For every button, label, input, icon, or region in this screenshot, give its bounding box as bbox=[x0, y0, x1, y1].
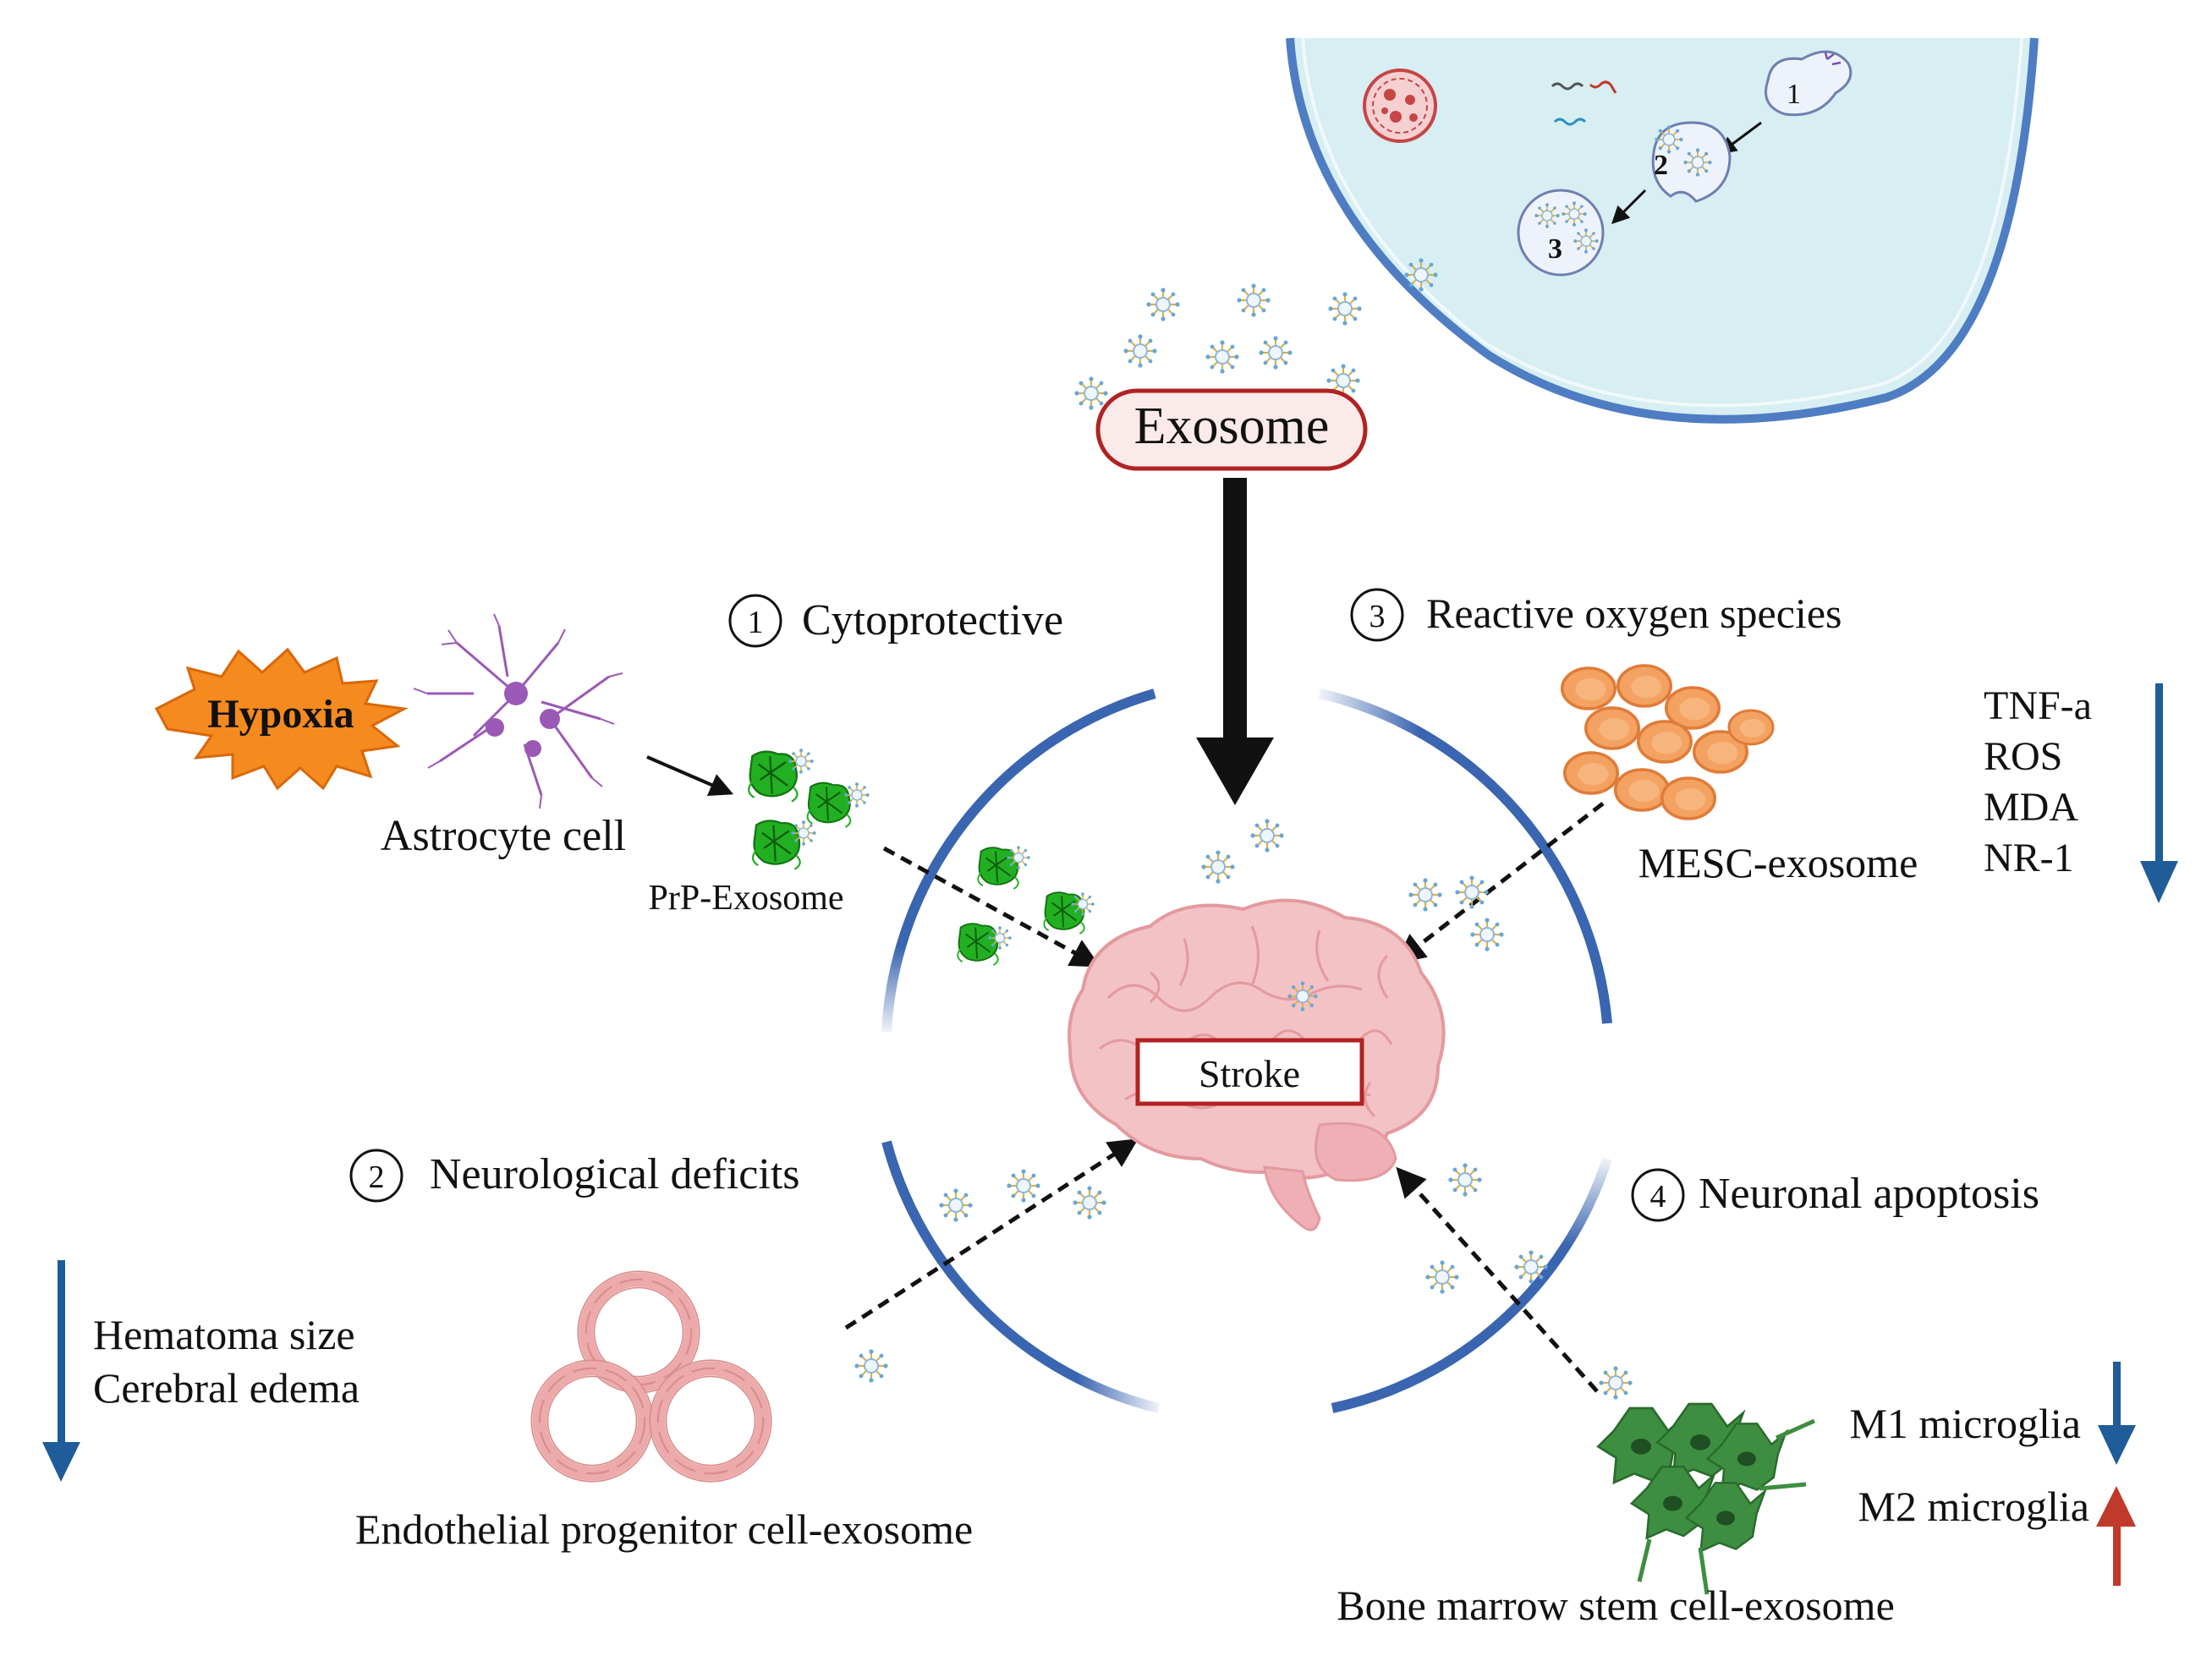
marker-mda: MDA bbox=[1984, 785, 2078, 830]
dashed-arrows bbox=[844, 802, 1605, 1393]
injury-hematoma: Hematoma size bbox=[93, 1311, 355, 1358]
decreased-injury: Hematoma size Cerebral edema bbox=[42, 1260, 360, 1482]
exosome-label-box: Exosome bbox=[1095, 388, 1368, 471]
mechanism-4-label: Neuronal apoptosis bbox=[1699, 1170, 2039, 1218]
mechanism-1: 1 Cytoprotective bbox=[728, 594, 1063, 648]
mesc-cluster-icon bbox=[1560, 664, 1775, 820]
main-arrow bbox=[1196, 478, 1274, 805]
mechanism-3: 3 Reactive oxygen species bbox=[1350, 588, 1842, 642]
mechanism-1-label: Cytoprotective bbox=[802, 596, 1063, 644]
decreased-markers: TNF-a ROS MDA NR-1 bbox=[1984, 683, 2178, 903]
multivesicular-body-icon: 1 bbox=[1765, 50, 1852, 117]
step-3-label: 3 bbox=[1548, 233, 1562, 265]
step-1-label: 1 bbox=[1787, 79, 1801, 110]
microglia-icon bbox=[1596, 1402, 1816, 1595]
prp-exosome-cluster bbox=[748, 749, 870, 870]
bmsc-exosome-label: Bone marrow stem cell-exosome bbox=[1337, 1582, 1895, 1629]
endosome-icon: 2 bbox=[1651, 121, 1732, 203]
mechanism-4-num: 4 bbox=[1650, 1179, 1666, 1215]
hypoxia-burst-icon: Hypoxia bbox=[154, 647, 409, 791]
mechanism-1-num: 1 bbox=[748, 605, 764, 640]
microglia-changes: M1 microglia M2 microglia bbox=[1849, 1362, 2136, 1586]
up-arrow-icon bbox=[2096, 1486, 2136, 1586]
mechanism-2: 2 Neurological deficits bbox=[349, 1149, 800, 1203]
marker-ros: ROS bbox=[1984, 734, 2062, 779]
down-arrow-icon bbox=[2098, 1362, 2136, 1465]
down-arrow-icon bbox=[2140, 683, 2178, 903]
astrocyte-label: Astrocyte cell bbox=[381, 812, 626, 860]
mesc-exosome-label: MESC-exosome bbox=[1638, 839, 1918, 886]
arc-ring bbox=[881, 688, 1612, 1413]
producer-cell: 1 2 3 bbox=[1286, 37, 2039, 424]
mvb-icon: 3 bbox=[1517, 189, 1605, 277]
injury-edema: Cerebral edema bbox=[93, 1364, 360, 1412]
step-2-label: 2 bbox=[1654, 150, 1668, 181]
astrocyte-icon bbox=[413, 613, 623, 809]
exosome-label: Exosome bbox=[1134, 398, 1330, 455]
marker-nr1: NR-1 bbox=[1984, 836, 2074, 880]
rna-icon bbox=[1551, 80, 1617, 126]
mechanism-2-num: 2 bbox=[369, 1160, 385, 1195]
m1-microglia-label: M1 microglia bbox=[1849, 1400, 2081, 1447]
down-arrow-icon bbox=[42, 1260, 80, 1482]
stroke-label: Stroke bbox=[1199, 1052, 1300, 1095]
marker-tnf: TNF-a bbox=[1984, 683, 2092, 728]
prp-exosome-label: PrP-Exosome bbox=[649, 879, 844, 918]
stroke-label-box: Stroke bbox=[1135, 1038, 1364, 1106]
m2-microglia-label: M2 microglia bbox=[1858, 1483, 2089, 1530]
epc-exosome-label: Endothelial progenitor cell-exosome bbox=[355, 1505, 973, 1553]
mechanism-2-label: Neurological deficits bbox=[430, 1150, 800, 1198]
released-exosomes bbox=[1074, 258, 1438, 410]
hypoxia-label: Hypoxia bbox=[207, 692, 354, 737]
mechanism-3-num: 3 bbox=[1369, 599, 1386, 634]
mechanism-4: 4 Neuronal apoptosis bbox=[1631, 1168, 2039, 1222]
prp-exosomes-inflight bbox=[957, 846, 1095, 967]
mechanism-3-label: Reactive oxygen species bbox=[1426, 589, 1842, 637]
endothelial-ring-icon bbox=[531, 1271, 771, 1482]
rbc-icon bbox=[1363, 69, 1437, 143]
cell-membrane-icon bbox=[1286, 37, 2039, 424]
